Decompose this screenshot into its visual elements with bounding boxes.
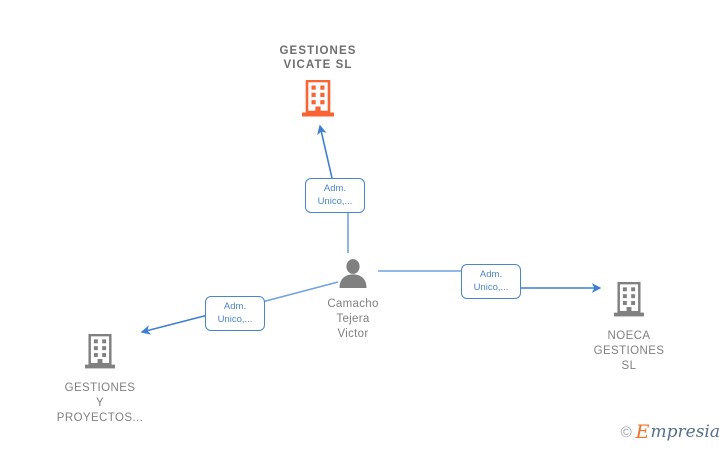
edge-label-noeca-gestiones[interactable]: Adm. Unico,... <box>461 264 521 299</box>
node-camacho-tejera-victor-label: Camacho Tejera Victor <box>327 298 379 340</box>
brand-initial: E <box>635 421 650 443</box>
copyright-icon: © <box>620 424 632 441</box>
building-icon <box>614 281 644 323</box>
empresia-watermark: © E mpresia <box>621 423 720 442</box>
node-noeca-gestiones-label: NOECA GESTIONES SL <box>593 330 665 372</box>
node-gestiones-vicate[interactable]: GESTIONES VICATE SL <box>248 44 388 123</box>
node-gestiones-y-proyectos-label: GESTIONES Y PROYECTOS... <box>56 382 144 424</box>
person-icon <box>338 258 368 293</box>
node-camacho-tejera-victor[interactable]: Camacho Tejera Victor <box>283 258 423 342</box>
brand-name: mpresia <box>650 422 721 442</box>
edge-label-gestiones-y-proyectos[interactable]: Adm. Unico,... <box>205 296 265 331</box>
building-icon <box>302 79 334 123</box>
node-gestiones-y-proyectos[interactable]: GESTIONES Y PROYECTOS... <box>30 333 170 426</box>
node-noeca-gestiones[interactable]: NOECA GESTIONES SL <box>559 281 699 374</box>
node-gestiones-vicate-label: GESTIONES VICATE SL <box>279 45 357 71</box>
edge-label-gestiones-vicate[interactable]: Adm. Unico,... <box>305 178 365 213</box>
building-icon <box>85 333 115 375</box>
